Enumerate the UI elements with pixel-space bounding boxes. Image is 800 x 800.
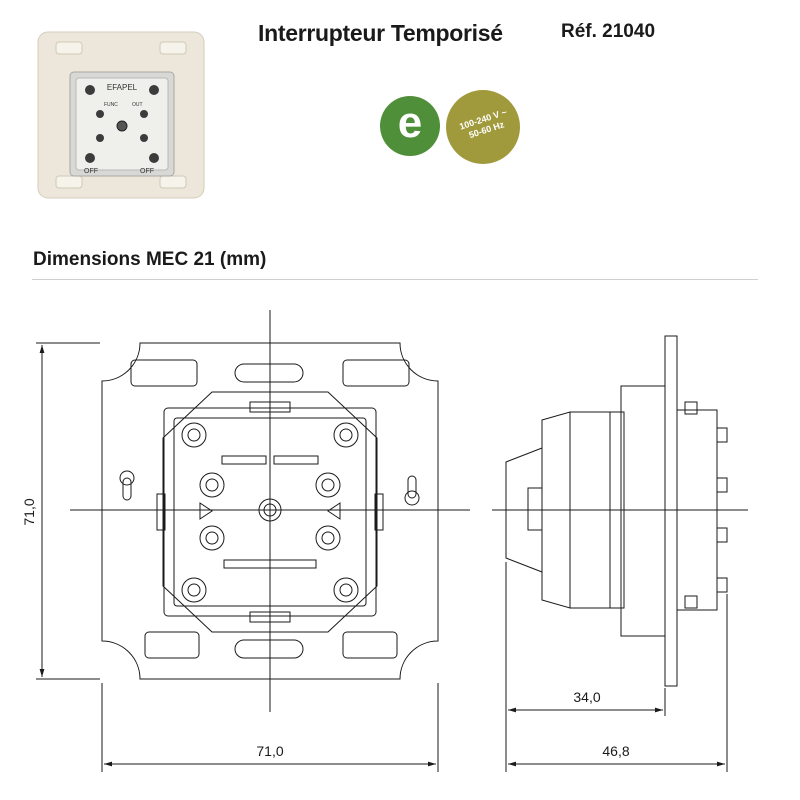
- dim-side-body-depth: 34,0: [573, 689, 600, 705]
- photo-out-label: OUT: [132, 102, 143, 108]
- photo-off-left: OFF: [84, 168, 98, 175]
- photo-off-right: OFF: [140, 168, 154, 175]
- dim-front-width: 71,0: [256, 743, 283, 759]
- section-title: Dimensions MEC 21 (mm): [33, 249, 267, 270]
- product-title: Interrupteur Temporisé: [258, 20, 503, 46]
- dim-front-height: 71,0: [21, 498, 37, 525]
- section-divider: [32, 279, 758, 280]
- photo-brand-label: EFAPEL: [107, 83, 138, 92]
- photo-func-label: FUNC: [104, 102, 118, 108]
- side-view: [505, 335, 728, 687]
- voltage-badge: 100-240 V ~50-60 Hz: [446, 90, 520, 164]
- product-reference: Réf. 21040: [561, 21, 656, 42]
- eco-badge: e: [380, 96, 440, 156]
- dim-side-total-depth: 46,8: [602, 743, 629, 759]
- product-photo: EFAPEL FUNC OUT OFF OFF: [37, 31, 205, 199]
